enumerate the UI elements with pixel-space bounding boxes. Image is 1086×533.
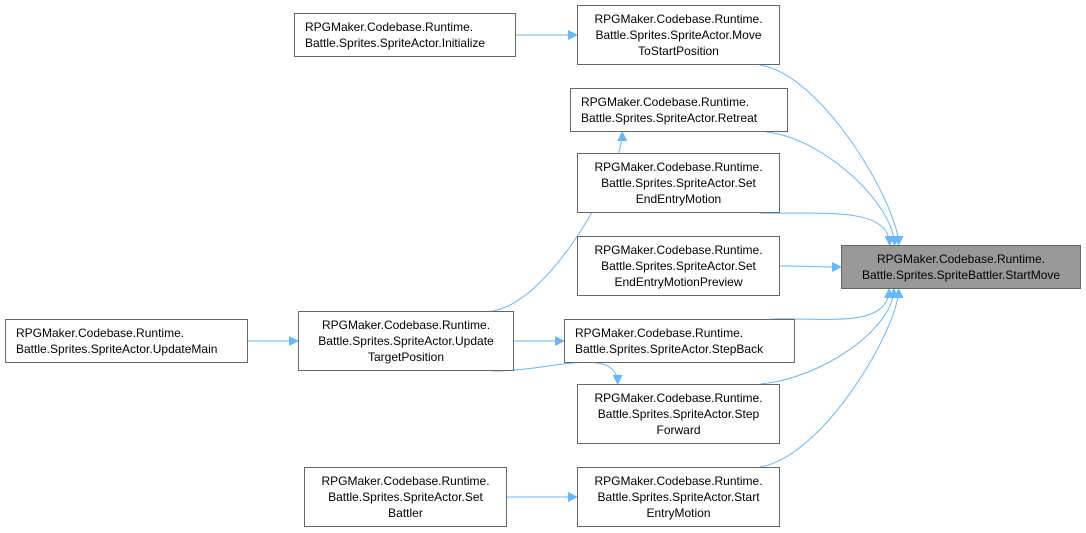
node-line: ToStartPosition xyxy=(638,44,719,58)
node-line: Forward xyxy=(656,423,701,437)
node-line: Battler xyxy=(388,506,423,520)
node-line: RPGMaker.Codebase.Runtime. xyxy=(575,326,744,340)
node-line: Battle.Sprites.SpriteActor.UpdateMain xyxy=(16,342,218,356)
node-line: Battle.Sprites.SpriteActor.Start xyxy=(597,490,760,504)
node-line: Battle.Sprites.SpriteActor.Set xyxy=(601,176,756,190)
node-line: Battle.Sprites.SpriteActor.Update xyxy=(318,334,494,348)
node-sprite-battler-start-move: RPGMaker.Codebase.Runtime. Battle.Sprite… xyxy=(841,245,1081,289)
node-start-entry-motion[interactable]: RPGMaker.Codebase.Runtime. Battle.Sprite… xyxy=(577,467,780,527)
node-update-target-position[interactable]: RPGMaker.Codebase.Runtime. Battle.Sprite… xyxy=(298,311,514,371)
node-line: Battle.Sprites.SpriteActor.Initialize xyxy=(305,36,486,50)
node-line: RPGMaker.Codebase.Runtime. xyxy=(16,326,185,340)
node-line: Battle.Sprites.SpriteActor.Set xyxy=(601,259,756,273)
node-update-main[interactable]: RPGMaker.Codebase.Runtime. Battle.Sprite… xyxy=(5,319,248,363)
node-line: EndEntryMotionPreview xyxy=(614,275,743,289)
node-line: RPGMaker.Codebase.Runtime. xyxy=(594,243,763,257)
node-step-back[interactable]: RPGMaker.Codebase.Runtime. Battle.Sprite… xyxy=(564,319,795,363)
edge-set_end_entry_motion-to-start_move xyxy=(759,212,895,246)
node-line: EndEntryMotion xyxy=(635,192,722,206)
node-step-forward[interactable]: RPGMaker.Codebase.Runtime. Battle.Sprite… xyxy=(577,384,780,444)
node-line: Battle.Sprites.SpriteActor.Set xyxy=(328,490,483,504)
edge-start_entry_motion-to-start_move xyxy=(759,288,904,468)
edge-set_end_entry_motion_preview-to-start_move xyxy=(779,261,842,272)
node-line: RPGMaker.Codebase.Runtime. xyxy=(594,391,763,405)
node-line: RPGMaker.Codebase.Runtime. xyxy=(581,95,750,109)
edge-retreat-to-start_move xyxy=(766,131,900,246)
node-line: RPGMaker.Codebase.Runtime. xyxy=(594,474,763,488)
node-set-battler[interactable]: RPGMaker.Codebase.Runtime. Battle.Sprite… xyxy=(304,467,507,527)
node-set-end-entry-motion-preview[interactable]: RPGMaker.Codebase.Runtime. Battle.Sprite… xyxy=(577,236,780,296)
node-line: Battle.Sprites.SpriteActor.Retreat xyxy=(581,111,758,125)
node-line: RPGMaker.Codebase.Runtime. xyxy=(594,12,763,26)
node-line: TargetPosition xyxy=(367,350,445,364)
node-line: Battle.Sprites.SpriteActor.StepBack xyxy=(575,342,764,356)
edge-step_back-to-start_move xyxy=(771,288,895,320)
edge-move_to_start-to-start_move xyxy=(759,64,904,246)
node-line: RPGMaker.Codebase.Runtime. xyxy=(321,474,490,488)
node-line: Battle.Sprites.SpriteActor.Move xyxy=(595,28,762,42)
node-line: RPGMaker.Codebase.Runtime. xyxy=(594,160,763,174)
node-line: Battle.Sprites.SpriteBattler.StartMove xyxy=(861,268,1061,282)
node-initialize[interactable]: RPGMaker.Codebase.Runtime. Battle.Sprite… xyxy=(294,13,516,57)
edge-update_target_position-to-retreat xyxy=(492,131,628,312)
node-line: EntryMotion xyxy=(646,506,711,520)
node-set-end-entry-motion[interactable]: RPGMaker.Codebase.Runtime. Battle.Sprite… xyxy=(577,153,780,213)
node-retreat[interactable]: RPGMaker.Codebase.Runtime. Battle.Sprite… xyxy=(570,88,788,132)
node-line: RPGMaker.Codebase.Runtime. xyxy=(305,20,474,34)
node-line: RPGMaker.Codebase.Runtime. xyxy=(321,318,491,332)
edge-step_forward-to-start_move xyxy=(759,288,899,385)
node-move-to-start-position[interactable]: RPGMaker.Codebase.Runtime. Battle.Sprite… xyxy=(577,5,780,65)
node-line: RPGMaker.Codebase.Runtime. xyxy=(876,252,1046,266)
node-line: Battle.Sprites.SpriteActor.Step xyxy=(597,407,760,421)
